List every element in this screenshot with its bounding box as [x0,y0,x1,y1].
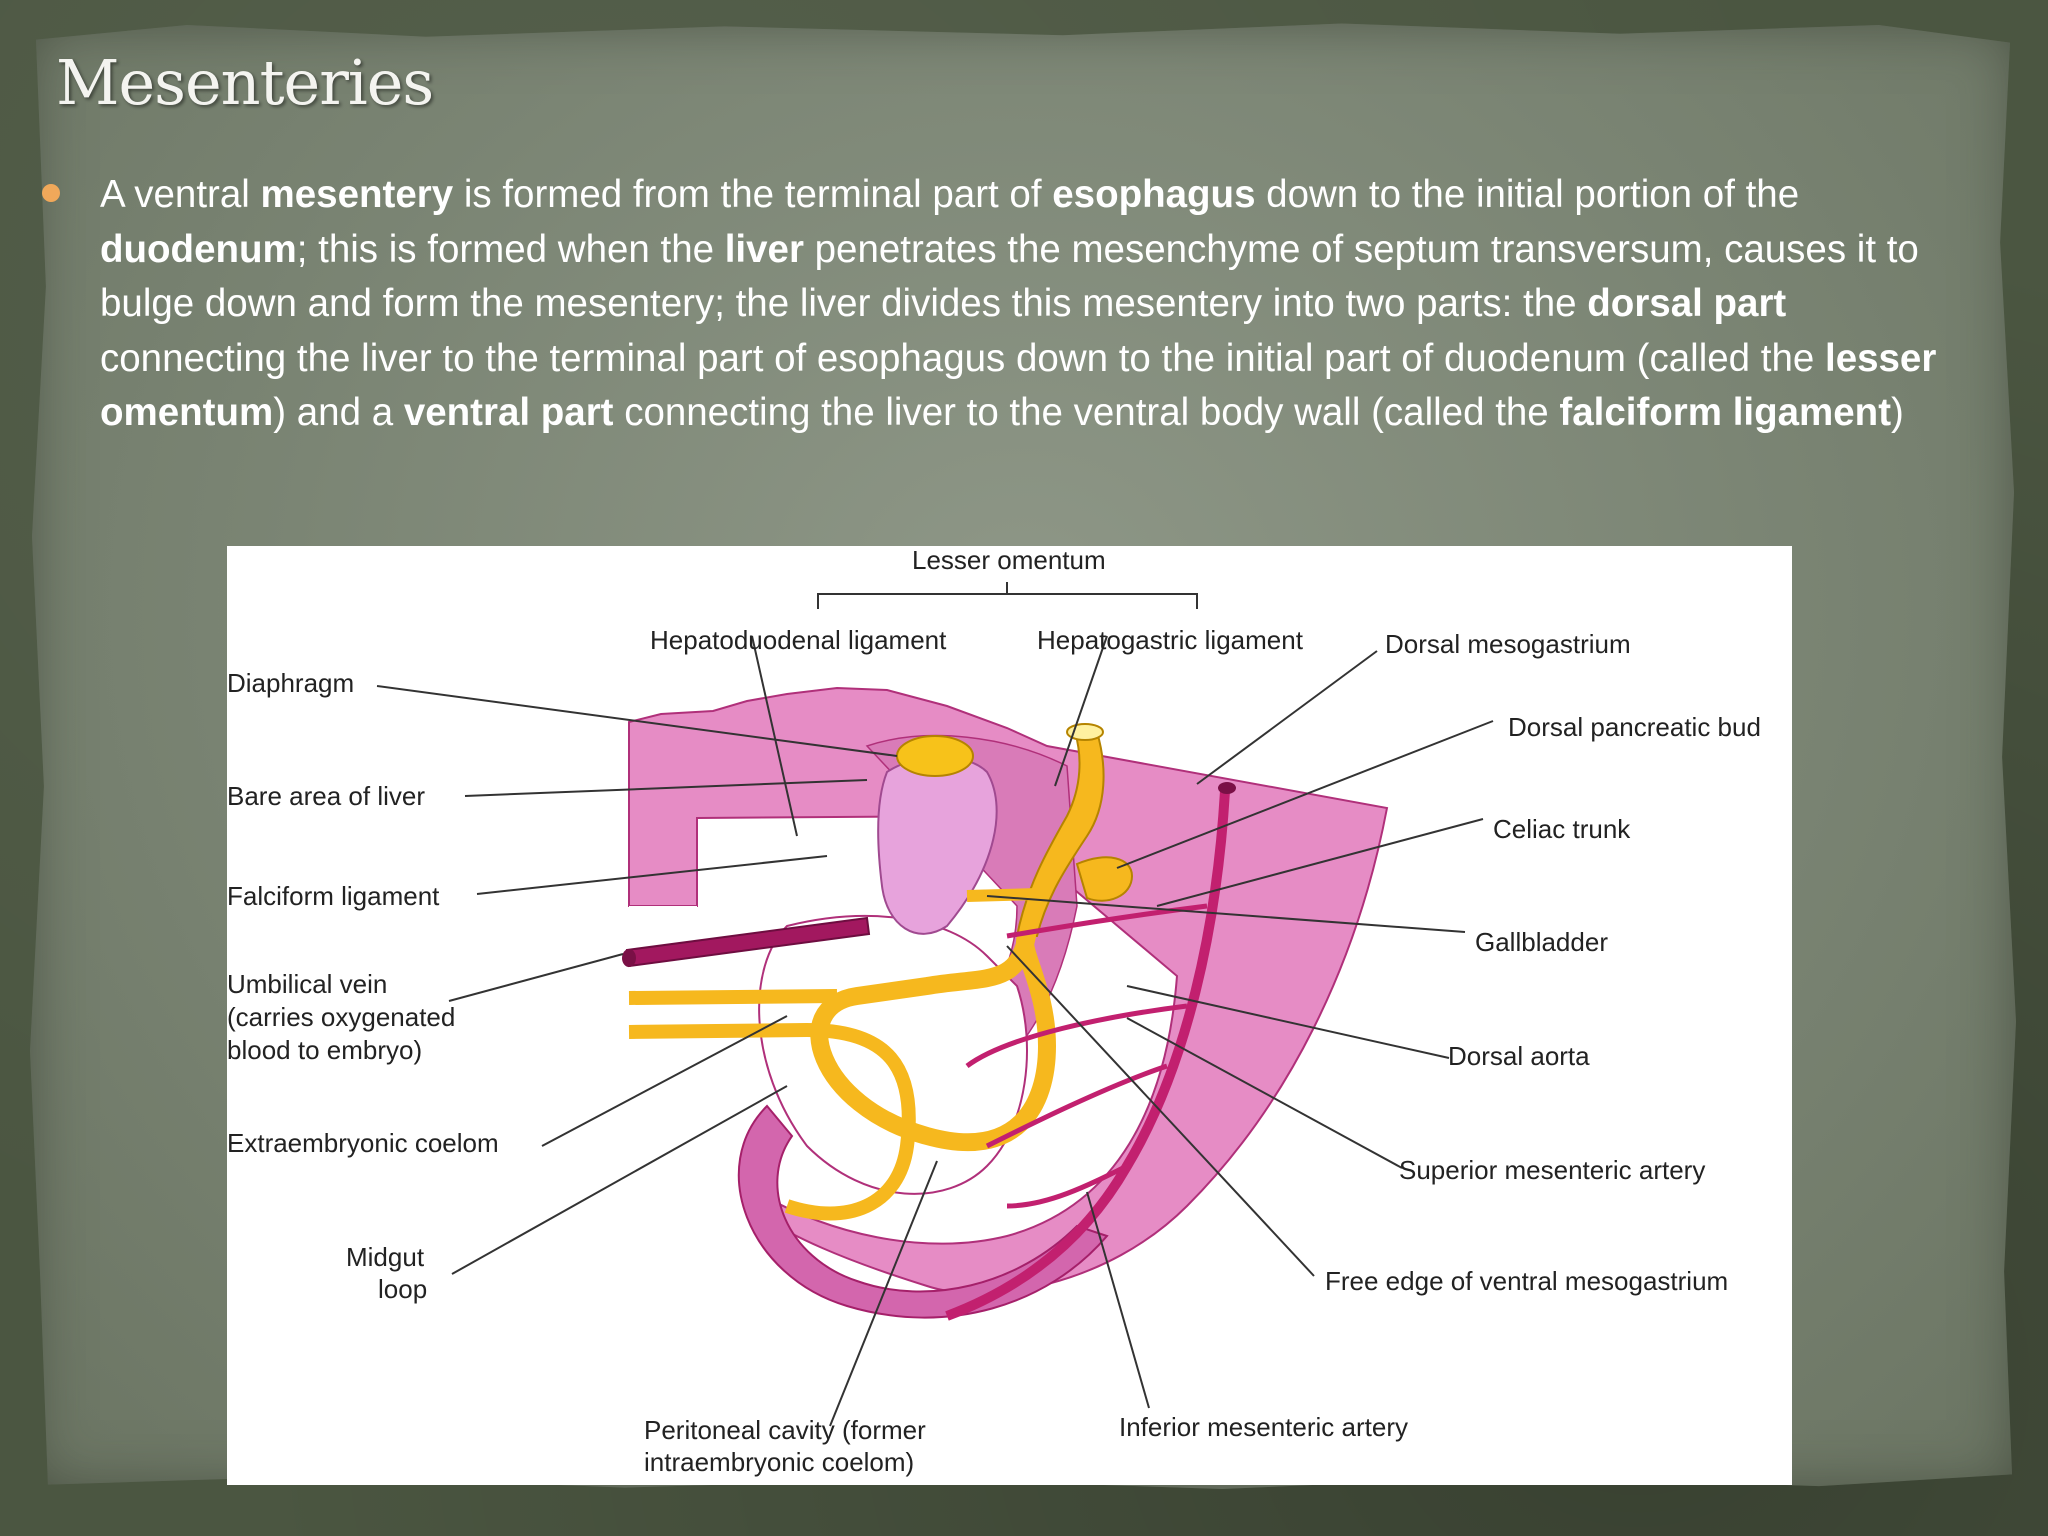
label-peritoneal-cavity-note: intraembryonic coelom) [644,1447,914,1477]
label-bare-area-of-liver: Bare area of liver [227,781,425,811]
label-diaphragm: Diaphragm [227,668,354,698]
gallbladder-duct [966,888,1038,902]
bullet-term-bold: liver [724,227,804,271]
bullet-term-bold: dorsal part [1587,282,1787,325]
bullet-text-run: ; this is formed when the [296,227,725,271]
slide-title: Mesenteries [56,46,434,119]
bullet-term-bold: lesser omentum [100,336,1937,435]
diagram-svg: Lesser omentum Hepatoduodenal ligament H… [227,546,1761,1477]
label-umbilical-vein-note-2: blood to embryo) [227,1035,422,1065]
label-umbilical-vein: Umbilical vein [227,969,387,999]
bullet-term-bold: duodenum [100,227,297,271]
label-peritoneal-cavity: Peritoneal cavity (former [644,1415,926,1445]
bullet-dot-icon [42,184,60,202]
bullet-term-bold: ventral part [403,391,614,434]
inferior-mesenteric-vessel [1006,1163,1129,1209]
leader-lines [376,582,1494,1427]
embryo-mesentery-diagram: Lesser omentum Hepatoduodenal ligament H… [227,546,1792,1485]
label-free-edge-ventral-mesogastrium: Free edge of ventral mesogastrium [1325,1266,1728,1296]
bullet-text-run: is formed from the terminal part of [453,173,1053,216]
dorsal-pancreatic-bud [1075,856,1134,902]
bullet-text-run: ) [1891,391,1904,434]
label-inferior-mesenteric-artery: Inferior mesenteric artery [1119,1412,1408,1442]
bullet-term-bold: esophagus [1052,173,1256,216]
dorsal-aorta [945,790,1230,1321]
bullet-text-run: A ventral [100,173,261,216]
bullet-term-bold: falciform ligament [1559,391,1892,434]
superior-mesenteric-vessel [965,1003,1188,1149]
vitelline-duct-lower [628,1022,916,1221]
bare-area-of-liver [896,735,974,777]
bullet-paragraph: A ventral mesentery is formed from the t… [100,168,1980,441]
liver [877,756,998,935]
label-extraembryonic-coelom: Extraembryonic coelom [227,1128,499,1158]
bullet-term-bold: mesentery [260,173,454,216]
label-lesser-omentum: Lesser omentum [912,546,1106,575]
label-gallbladder: Gallbladder [1475,927,1608,957]
bullet-text-run: down to the initial portion of the [1255,173,1800,216]
label-dorsal-pancreatic-bud: Dorsal pancreatic bud [1508,712,1761,742]
bullet-text-run: connecting the liver to the terminal par… [100,336,1825,380]
label-falciform-ligament: Falciform ligament [227,881,440,911]
label-midgut-loop: loop [378,1274,427,1304]
label-dorsal-mesogastrium: Dorsal mesogastrium [1385,629,1631,659]
label-dorsal-aorta: Dorsal aorta [1448,1041,1590,1071]
label-umbilical-vein-note-1: (carries oxygenated [227,1002,455,1032]
label-celiac-trunk: Celiac trunk [1493,814,1631,844]
label-superior-mesenteric-artery: Superior mesenteric artery [1399,1155,1705,1185]
bullet-text-run: connecting the liver to the ventral body… [613,391,1560,434]
bullet-text-run: penetrates the mesenchyme of septum tran… [100,227,1919,326]
bullet-text-run: ) and a [273,391,404,434]
label-midgut: Midgut [346,1242,425,1272]
bullet-item: A ventral mesentery is formed from the t… [38,168,1988,441]
septum-body-wall [628,686,1389,1295]
vitelline-duct [628,989,838,1005]
label-hepatoduodenal-ligament: Hepatoduodenal ligament [650,625,947,655]
label-hepatogastric-ligament: Hepatogastric ligament [1037,625,1304,655]
